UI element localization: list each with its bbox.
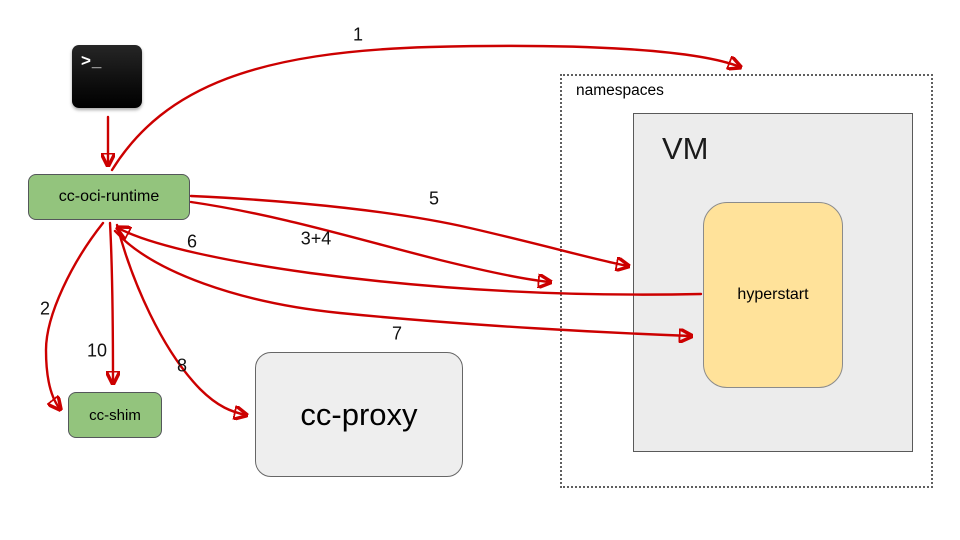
namespaces-label: namespaces: [576, 82, 664, 99]
step-label-8: 8: [176, 355, 188, 376]
step-label-1: 1: [352, 24, 364, 45]
vm-label: VM: [662, 131, 709, 166]
step-label-7: 7: [391, 323, 403, 344]
cc-shim-node: cc-shim: [68, 392, 162, 438]
step-label-10: 10: [86, 340, 108, 361]
cc-oci-runtime-label: cc-oci-runtime: [58, 188, 160, 205]
step-label-6: 6: [186, 231, 198, 252]
arrow-step10-runtime-to-shim: [110, 221, 113, 383]
arrow-step3-4-runtime-to-namespaces: [189, 200, 550, 282]
step-label-2: 2: [39, 298, 51, 319]
step-label-3-4: 3+4: [300, 228, 332, 249]
arrow-step2-runtime-to-shim: [44, 221, 105, 409]
hyperstart-node: hyperstart: [703, 202, 843, 388]
arrow-step8-runtime-to-proxy: [115, 223, 246, 415]
cc-proxy-node: cc-proxy: [255, 352, 463, 477]
cc-shim-label: cc-shim: [89, 406, 141, 424]
step-label-5: 5: [428, 188, 440, 209]
cc-oci-runtime-node: cc-oci-runtime: [28, 174, 190, 220]
terminal-prompt-glyph: >_: [81, 51, 103, 70]
terminal-icon: >_: [72, 45, 142, 108]
hyperstart-label: hyperstart: [737, 286, 809, 303]
cc-proxy-label: cc-proxy: [300, 396, 418, 432]
